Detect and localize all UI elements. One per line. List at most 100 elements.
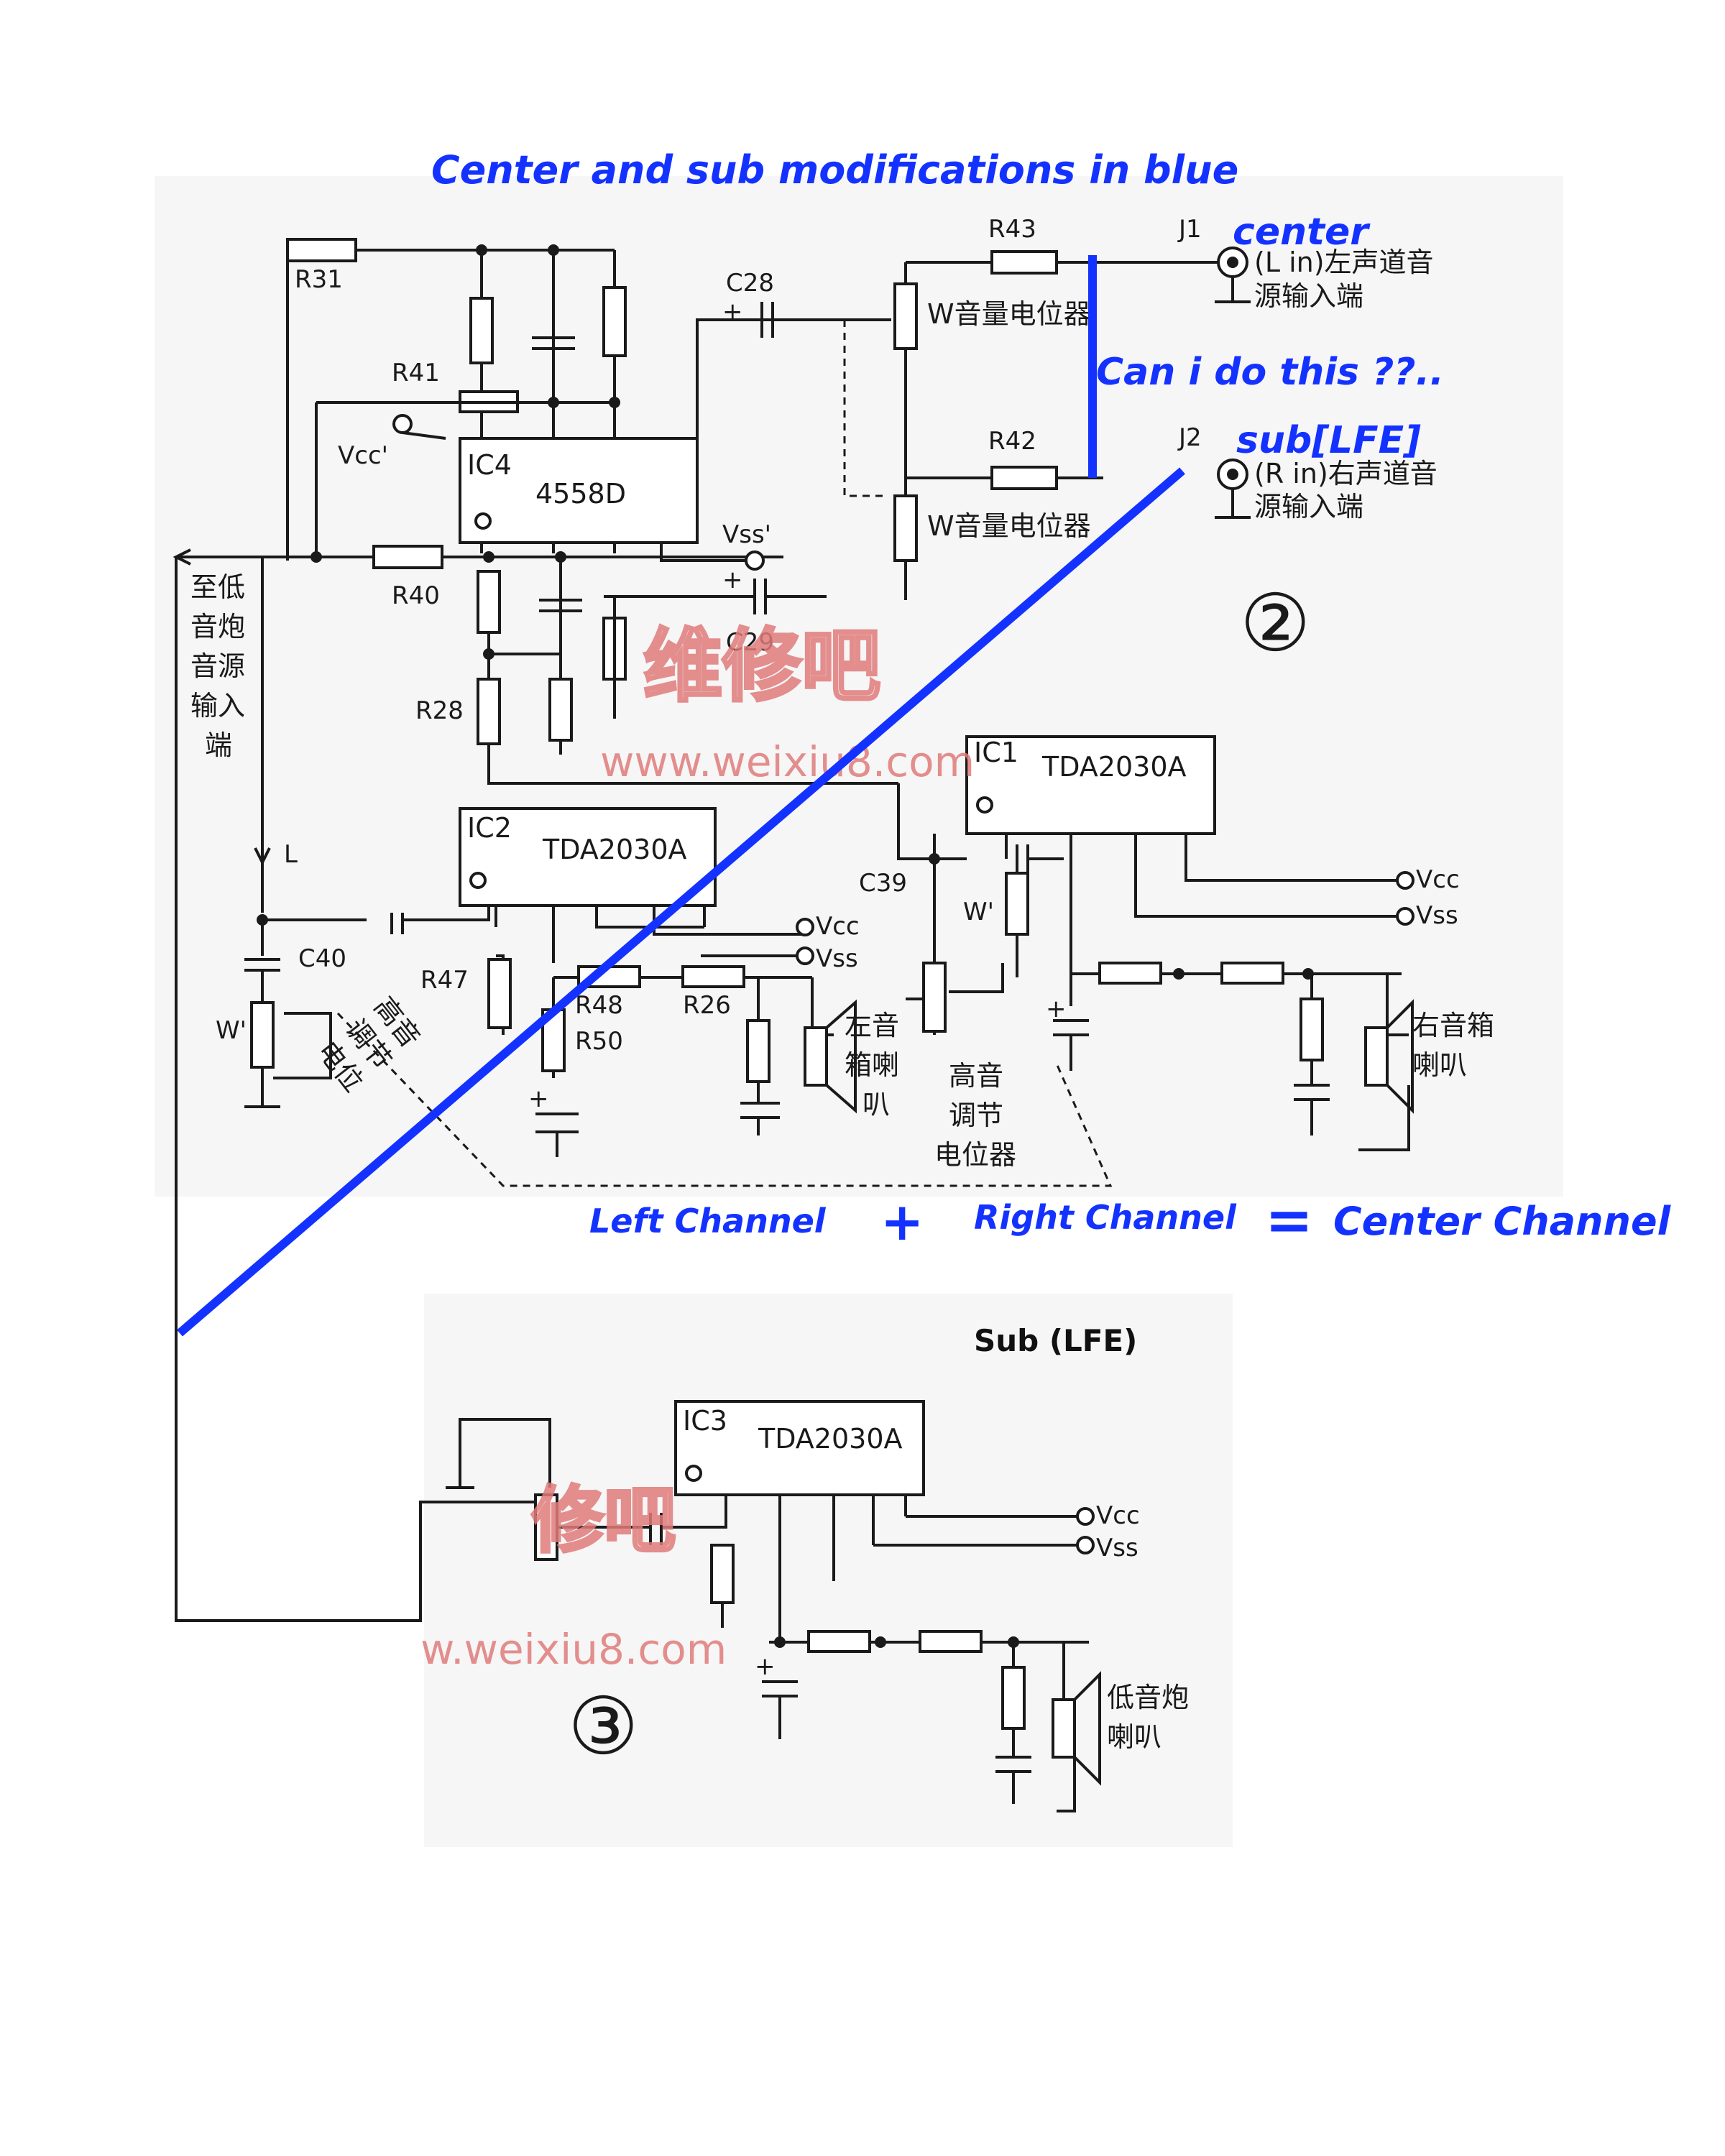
resistor-right-out-2 bbox=[1220, 962, 1284, 985]
capacitor-mid bbox=[539, 599, 582, 612]
treble-pot-left bbox=[250, 1001, 275, 1069]
label-l: L bbox=[284, 840, 298, 869]
scan-background-lower bbox=[424, 1294, 1233, 1847]
ic2-vcc-terminal bbox=[796, 918, 814, 936]
label-j2-line1: (R in)右声道音 bbox=[1254, 458, 1438, 489]
resistor-r43 bbox=[990, 250, 1058, 275]
treble-pot-right bbox=[922, 962, 947, 1033]
label-c29: C29 bbox=[726, 628, 774, 657]
annotation-center-channel: Center Channel bbox=[1333, 1199, 1672, 1244]
resistor-r28 bbox=[477, 678, 501, 745]
annotation-question: Can i do this ??.. bbox=[1096, 351, 1444, 394]
ic1-right-amp-section bbox=[897, 735, 1414, 1151]
label-j1-line1: (L in)左声道音 bbox=[1254, 247, 1434, 278]
label-c28-plus: + bbox=[722, 298, 743, 326]
annotation-center: center bbox=[1233, 211, 1371, 254]
label-treble-pot-right-2: 调节 bbox=[949, 1100, 1003, 1131]
label-vss-prime: Vss' bbox=[722, 520, 771, 549]
resistor-right-out-1 bbox=[1098, 962, 1162, 985]
resistor-mid-1 bbox=[477, 570, 501, 634]
label-r31: R31 bbox=[295, 265, 343, 294]
label-c40: C40 bbox=[298, 944, 346, 973]
label-r47: R47 bbox=[420, 966, 469, 995]
blue-sub-link bbox=[177, 467, 1185, 1337]
label-treble-pot-right-1: 高音 bbox=[949, 1060, 1003, 1092]
label-to-sub-2: 音炮 bbox=[190, 611, 245, 642]
sub-speaker-body bbox=[1052, 1698, 1076, 1759]
marker-three: ③ bbox=[568, 1680, 639, 1772]
label-r28: R28 bbox=[415, 696, 464, 725]
capacitor-right-electrolytic bbox=[1053, 1019, 1089, 1071]
resistor-top-2 bbox=[602, 286, 627, 357]
label-ic1: IC1 bbox=[974, 737, 1018, 768]
ic2-left-amp-section bbox=[244, 807, 1113, 1187]
resistor-sub-zobel bbox=[1001, 1666, 1026, 1730]
label-left-speaker-1: 左音 bbox=[845, 1010, 899, 1041]
label-volume-pot-right: W音量电位器 bbox=[927, 510, 1091, 542]
watermark-url: www.weixiu8.com bbox=[600, 737, 975, 786]
label-sub-speaker-1: 低音炮 bbox=[1107, 1682, 1189, 1713]
label-c28: C28 bbox=[726, 269, 774, 298]
label-left-speaker-3: 叭 bbox=[862, 1089, 890, 1120]
label-r50-plus: + bbox=[528, 1084, 549, 1113]
ic1-vcc-terminal bbox=[1396, 871, 1414, 890]
vss-prime-terminal bbox=[745, 550, 765, 571]
annotation-right-channel: Right Channel bbox=[974, 1198, 1237, 1237]
resistor-sub-out-2 bbox=[919, 1630, 983, 1653]
label-r48: R48 bbox=[575, 991, 623, 1020]
label-ic3-vss: Vss bbox=[1096, 1534, 1138, 1562]
label-sub-speaker-2: 喇叭 bbox=[1107, 1721, 1162, 1753]
sub-speaker-cone bbox=[1073, 1671, 1101, 1786]
ic3-vcc-terminal bbox=[1076, 1507, 1095, 1526]
resistor-left-out bbox=[746, 1019, 770, 1083]
capacitor-c28 bbox=[760, 302, 774, 338]
label-left-speaker-2: 箱喇 bbox=[845, 1049, 899, 1081]
annotation-heading: Center and sub modifications in blue bbox=[431, 147, 1238, 193]
label-vcc-prime: Vcc' bbox=[338, 441, 388, 470]
ic2-vss-terminal bbox=[796, 946, 814, 965]
ic1-chip bbox=[965, 735, 1216, 835]
label-to-sub-3: 音源 bbox=[190, 650, 245, 682]
label-right-speaker-2: 喇叭 bbox=[1412, 1049, 1467, 1081]
label-ic2: IC2 bbox=[467, 812, 512, 844]
label-to-sub-5: 端 bbox=[205, 729, 232, 761]
resistor-r26 bbox=[681, 965, 745, 988]
label-ic3-part: TDA2030A bbox=[758, 1423, 903, 1455]
resistor-r40 bbox=[372, 545, 443, 569]
scan-background-upper bbox=[155, 176, 1563, 1197]
label-j2-line2: 源输入端 bbox=[1254, 491, 1363, 522]
resistor-sub-out-1 bbox=[807, 1630, 871, 1653]
ic4-chip bbox=[459, 437, 699, 544]
resistor-top-1 bbox=[469, 297, 494, 364]
resistor-r31 bbox=[286, 238, 357, 262]
ic3-chip bbox=[674, 1400, 925, 1496]
capacitor-r50-electrolytic bbox=[535, 1112, 579, 1157]
label-j1-line2: 源输入端 bbox=[1254, 280, 1363, 312]
label-c29-plus: + bbox=[722, 566, 743, 594]
label-w-prime-left: W' bbox=[216, 1016, 247, 1045]
capacitor-sub-electrolytic bbox=[762, 1680, 798, 1739]
label-ic1-vcc: Vcc bbox=[1416, 865, 1460, 894]
capacitor-c29 bbox=[604, 320, 827, 614]
label-r42: R42 bbox=[988, 427, 1036, 456]
resistor-r47 bbox=[487, 958, 512, 1029]
resistor-mid-2 bbox=[548, 678, 573, 742]
ic1-vss-terminal bbox=[1396, 907, 1414, 926]
resistor-r42 bbox=[990, 466, 1058, 490]
left-speaker-body bbox=[804, 1026, 828, 1087]
volume-pot-left bbox=[893, 282, 918, 350]
label-w-prime-right: W' bbox=[963, 898, 994, 926]
label-to-sub-1: 至低 bbox=[190, 571, 245, 603]
right-speaker-cone bbox=[1386, 999, 1414, 1114]
label-j2: J2 bbox=[1177, 423, 1202, 452]
capacitor-top bbox=[532, 336, 575, 350]
label-r50: R50 bbox=[575, 1027, 623, 1056]
annotation-left-channel: Left Channel bbox=[589, 1202, 827, 1240]
label-ic2-vss: Vss bbox=[816, 944, 858, 973]
annotation-plus: + bbox=[880, 1192, 924, 1252]
label-ic2-vcc: Vcc bbox=[816, 912, 860, 941]
left-speaker-cone bbox=[825, 999, 857, 1114]
label-ic1-vss: Vss bbox=[1416, 901, 1458, 930]
label-right-plus: + bbox=[1046, 995, 1067, 1023]
marker-two: ② bbox=[1240, 577, 1311, 669]
